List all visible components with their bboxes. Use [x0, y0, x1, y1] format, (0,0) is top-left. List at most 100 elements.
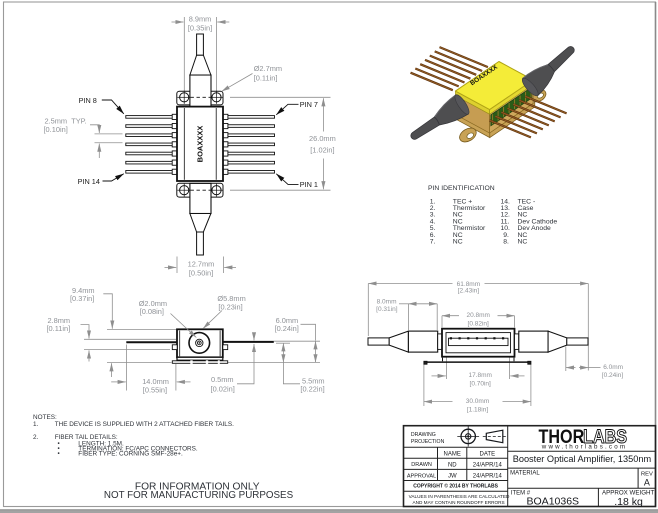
svg-text:9.: 9. [503, 232, 509, 239]
svg-text:7.: 7. [430, 238, 436, 245]
svg-text:DATE: DATE [480, 451, 496, 457]
svg-text:24/APR/14: 24/APR/14 [473, 462, 503, 468]
svg-text:NOT FOR MANUFACTURING PURPOSES: NOT FOR MANUFACTURING PURPOSES [104, 490, 294, 501]
svg-text:[0.10in]: [0.10in] [44, 125, 68, 134]
svg-text:THOR: THOR [539, 426, 585, 448]
svg-text:[0.35in]: [0.35in] [188, 24, 212, 33]
svg-text:PIN 7: PIN 7 [300, 100, 318, 109]
svg-text:2.: 2. [33, 434, 39, 441]
svg-text:8.0mm: 8.0mm [377, 298, 397, 305]
svg-text:[0.82in]: [0.82in] [468, 320, 490, 327]
svg-text:[0.55in]: [0.55in] [143, 386, 167, 395]
svg-text:LENGTH: 1.5M.: LENGTH: 1.5M. [78, 440, 124, 447]
svg-text:PIN 14: PIN 14 [78, 177, 100, 186]
svg-text:12.: 12. [501, 212, 511, 219]
svg-text:2.5mm TYP.: 2.5mm TYP. [45, 116, 87, 125]
svg-text:PIN 8: PIN 8 [79, 96, 97, 105]
svg-text:Dev Cathode: Dev Cathode [518, 218, 558, 225]
svg-text:[0.02in]: [0.02in] [211, 384, 235, 393]
svg-text:61.8mm: 61.8mm [457, 281, 480, 288]
svg-text:[0.11in]: [0.11in] [254, 73, 278, 82]
svg-text:COPYRIGHT © 2014 BY THORLABS: COPYRIGHT © 2014 BY THORLABS [413, 482, 498, 489]
svg-text:[0.08in]: [0.08in] [140, 307, 164, 316]
svg-text:24/APR/14: 24/APR/14 [473, 474, 503, 480]
svg-text:[1.02in]: [1.02in] [310, 146, 334, 155]
svg-text:1.: 1. [33, 421, 39, 428]
svg-text:ITEM #: ITEM # [511, 490, 531, 496]
svg-text:3.: 3. [430, 212, 436, 219]
svg-text:[0.22in]: [0.22in] [300, 384, 324, 393]
svg-text:30.0mm: 30.0mm [466, 398, 489, 405]
svg-text:Thermistor: Thermistor [453, 225, 486, 232]
svg-text:PIN 1: PIN 1 [300, 180, 318, 189]
svg-text:NC: NC [453, 218, 463, 225]
svg-text:11.: 11. [501, 218, 510, 225]
svg-text:AND MAY CONTAIN ROUNDOFF ERROR: AND MAY CONTAIN ROUNDOFF ERRORS [412, 500, 504, 505]
svg-text:10.: 10. [501, 225, 511, 232]
svg-text:•: • [58, 446, 60, 453]
svg-text:BOAXXXX: BOAXXXX [196, 126, 205, 163]
svg-text:1.: 1. [430, 198, 436, 205]
svg-text:0.5mm: 0.5mm [211, 375, 234, 384]
svg-text:14.0mm: 14.0mm [142, 377, 169, 386]
svg-text:FOR INFORMATION ONLY: FOR INFORMATION ONLY [135, 481, 260, 492]
svg-text:FIBER TYPE: CORNING SMF-28e+.: FIBER TYPE: CORNING SMF-28e+. [78, 451, 183, 458]
svg-text:2.: 2. [430, 205, 436, 212]
svg-text:A: A [644, 478, 650, 488]
svg-text:[0.11in]: [0.11in] [47, 324, 71, 333]
svg-text:NC: NC [453, 232, 463, 239]
svg-text:[0.37in]: [0.37in] [70, 294, 94, 303]
svg-text:5.5mm: 5.5mm [302, 377, 325, 386]
svg-text:8.9mm: 8.9mm [189, 15, 212, 24]
svg-text:26.0mm: 26.0mm [309, 134, 336, 143]
svg-text:[0.24in]: [0.24in] [602, 372, 624, 379]
svg-text:6.0mm: 6.0mm [276, 316, 299, 325]
svg-text:[0.31in]: [0.31in] [376, 306, 398, 313]
svg-text:14.: 14. [501, 198, 511, 205]
svg-text:[0.23in]: [0.23in] [218, 302, 242, 311]
svg-text:Ø2.7mm: Ø2.7mm [254, 64, 282, 73]
svg-text:2.8mm: 2.8mm [48, 316, 71, 325]
svg-text:DRAWING: DRAWING [411, 432, 436, 438]
svg-text:DRAWN: DRAWN [411, 462, 432, 468]
svg-text:NOTES:: NOTES: [33, 414, 57, 421]
svg-text:Dev Anode: Dev Anode [518, 225, 551, 232]
svg-text:THE DEVICE IS SUPPLIED WITH 2: THE DEVICE IS SUPPLIED WITH 2 ATTACHED F… [55, 421, 234, 428]
svg-text:APPROX WEIGHT: APPROX WEIGHT [602, 489, 654, 496]
svg-text:REV: REV [641, 472, 653, 478]
svg-text:NC: NC [518, 212, 528, 219]
svg-text:Ø2.0mm: Ø2.0mm [139, 299, 167, 308]
svg-text:20.8mm: 20.8mm [466, 312, 489, 319]
svg-text:[2.43in]: [2.43in] [458, 288, 480, 295]
svg-text:VALUES IN PARENTHESIS ARE CALC: VALUES IN PARENTHESIS ARE CALCULATED [409, 494, 510, 499]
svg-text:LABS: LABS [583, 426, 627, 448]
svg-text:[0.70in]: [0.70in] [470, 380, 492, 387]
svg-text:[1.18in]: [1.18in] [467, 406, 489, 413]
svg-text:NC: NC [453, 212, 463, 219]
svg-text:BOA1036S: BOA1036S [527, 496, 580, 508]
svg-text:17.8mm: 17.8mm [468, 372, 491, 379]
svg-text:APPROVAL: APPROVAL [407, 473, 436, 479]
svg-text:.18 kg: .18 kg [614, 496, 643, 508]
svg-text:13.: 13. [501, 205, 511, 212]
svg-text:•: • [58, 440, 60, 447]
svg-text:•: • [58, 451, 60, 458]
svg-text:Case: Case [518, 205, 534, 212]
svg-text:9.4mm: 9.4mm [72, 286, 95, 295]
svg-text:TEC +: TEC + [453, 198, 472, 205]
svg-text:NC: NC [518, 232, 528, 239]
svg-text:TEC -: TEC - [518, 198, 536, 205]
svg-text:Thermistor: Thermistor [453, 205, 486, 212]
svg-text:[0.24in]: [0.24in] [275, 324, 299, 333]
svg-text:MATERIAL: MATERIAL [510, 470, 540, 476]
svg-text:PIN IDENTIFICATION: PIN IDENTIFICATION [428, 185, 495, 192]
svg-text:NAME: NAME [444, 451, 461, 457]
svg-text:8.: 8. [503, 238, 509, 245]
svg-text:5.: 5. [430, 225, 436, 232]
svg-text:www.thorlabs.com: www.thorlabs.com [541, 444, 627, 451]
svg-text:PROJECTION: PROJECTION [411, 439, 445, 445]
svg-text:JW: JW [448, 474, 457, 480]
svg-text:Booster Optical Amplifier, 135: Booster Optical Amplifier, 1350nm [513, 454, 652, 464]
svg-text:6.: 6. [430, 232, 436, 239]
svg-text:ND: ND [448, 462, 457, 468]
